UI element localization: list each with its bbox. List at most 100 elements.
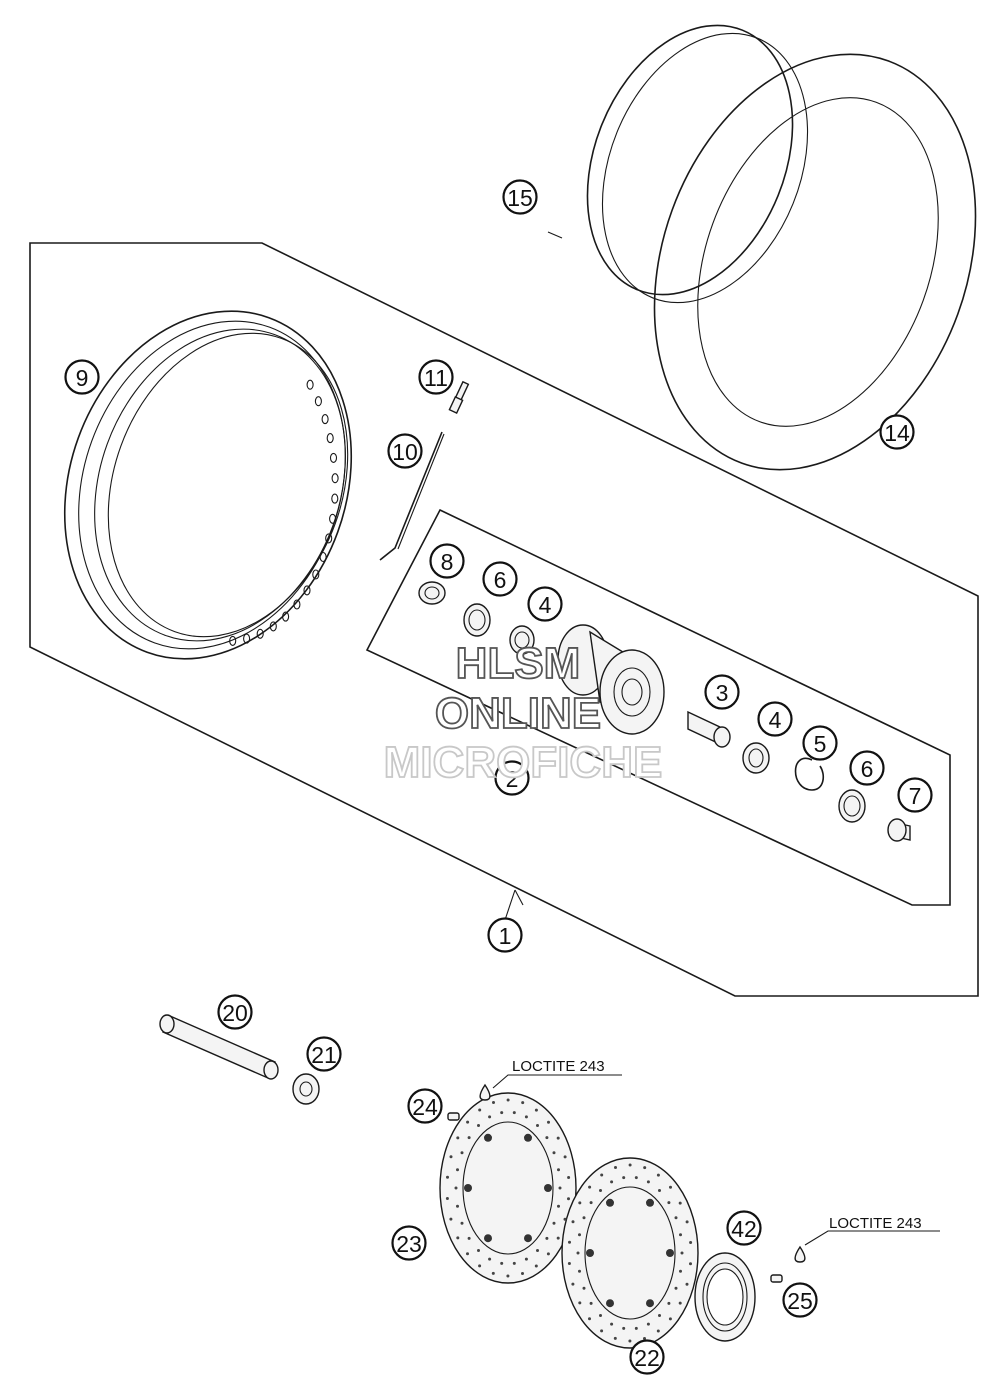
- drill-hole: [506, 1274, 510, 1278]
- callout-circle: [629, 1339, 665, 1375]
- drill-hole: [578, 1201, 582, 1205]
- callout-circle: [849, 750, 885, 786]
- drill-hole: [446, 1175, 449, 1179]
- abs-tone-wheel: [694, 1252, 756, 1342]
- drill-hole: [547, 1120, 550, 1124]
- loctite-drop-top: [479, 1083, 491, 1101]
- callout-c1: 1: [487, 917, 523, 953]
- drill-hole: [536, 1124, 539, 1127]
- drill-hole: [506, 1098, 510, 1102]
- spoke-hole: [229, 635, 237, 646]
- drill-hole: [534, 1264, 538, 1268]
- bearing-4-left: [509, 625, 535, 655]
- drill-hole: [557, 1168, 560, 1172]
- spoke-hole: [293, 599, 301, 610]
- bearing-8: [418, 581, 446, 605]
- wheel-assembly-outline: [29, 242, 979, 997]
- drill-hole: [536, 1249, 539, 1252]
- drill-hole: [546, 1252, 550, 1256]
- drill-hole: [552, 1151, 556, 1155]
- spoke-hole: [319, 551, 327, 563]
- brake-disc-23: [439, 1092, 577, 1284]
- callout-c10: 10: [387, 433, 423, 469]
- callout-number: 14: [884, 420, 910, 446]
- disc-rivet: [484, 1133, 492, 1142]
- drill-hole: [488, 1115, 492, 1119]
- disc-rivet: [544, 1184, 552, 1192]
- drill-hole: [678, 1301, 682, 1305]
- disc-rivet: [524, 1234, 532, 1243]
- drill-hole: [646, 1322, 650, 1326]
- drill-hole: [456, 1168, 459, 1172]
- drill-hole: [556, 1136, 560, 1140]
- callout-circle: [64, 359, 100, 395]
- drill-hole: [460, 1151, 464, 1155]
- callout-number: 11: [424, 365, 448, 391]
- callout-c4b: 4: [757, 701, 793, 737]
- drill-hole: [589, 1301, 593, 1305]
- drill-hole: [582, 1216, 586, 1220]
- drill-hole: [576, 1251, 580, 1255]
- drill-hole: [628, 1339, 632, 1343]
- drill-hole: [563, 1217, 567, 1221]
- drill-hole: [643, 1337, 646, 1340]
- drill-hole: [599, 1314, 602, 1317]
- callout-c8: 8: [429, 543, 465, 579]
- circlip-5: [794, 757, 825, 791]
- drill-hole: [545, 1136, 549, 1140]
- bushing-7: [887, 818, 911, 842]
- drill-hole: [449, 1155, 453, 1159]
- drill-hole: [466, 1252, 469, 1256]
- drill-hole: [445, 1197, 449, 1200]
- callout-number: 10: [392, 439, 418, 465]
- callout-circle: [391, 1225, 427, 1261]
- drill-hole: [521, 1101, 525, 1105]
- callout-number: 23: [396, 1231, 422, 1257]
- drill-hole: [668, 1317, 672, 1321]
- drill-hole: [578, 1301, 582, 1305]
- callout-circle: [418, 359, 454, 395]
- drill-hole: [456, 1236, 460, 1240]
- callout-c21: 21: [306, 1036, 342, 1072]
- callout-c2: 2: [494, 760, 530, 796]
- drill-hole: [622, 1176, 626, 1180]
- drill-hole: [454, 1186, 458, 1190]
- drill-hole: [656, 1329, 660, 1333]
- callout-c42: 42: [726, 1210, 762, 1246]
- drill-hole: [552, 1221, 556, 1225]
- callout-circle: [757, 701, 793, 737]
- drill-hole: [600, 1173, 604, 1177]
- callout-circle: [407, 1088, 443, 1124]
- callout-circle: [494, 760, 530, 796]
- drill-hole: [628, 1163, 632, 1167]
- callout-c20: 20: [217, 994, 253, 1030]
- drill-hole: [568, 1240, 571, 1244]
- callout-number: 5: [814, 731, 827, 757]
- disc-rivet: [646, 1198, 654, 1207]
- callout-c4a: 4: [527, 586, 563, 622]
- drill-hole: [467, 1236, 471, 1240]
- callout-circle: [306, 1036, 342, 1072]
- drill-hole: [689, 1241, 693, 1244]
- callout-c24: 24: [407, 1088, 443, 1124]
- drill-hole: [656, 1173, 660, 1177]
- disc-screw-24: [447, 1112, 460, 1121]
- callout-number: 4: [769, 707, 782, 733]
- drill-hole: [512, 1111, 516, 1115]
- callout-circle: [482, 561, 518, 597]
- hub-panel-outline: [365, 508, 951, 906]
- drill-hole: [588, 1317, 591, 1321]
- spoke-hole: [312, 569, 320, 580]
- drill-hole: [689, 1262, 692, 1266]
- callout-circle: [879, 414, 915, 450]
- drill-hole: [674, 1286, 678, 1290]
- seal-6-left: [463, 603, 491, 637]
- callout-circle: [387, 433, 423, 469]
- rim-spoke-holes: [229, 379, 339, 646]
- callout-c25: 25: [782, 1282, 818, 1318]
- drill-hole: [571, 1220, 575, 1224]
- drill-hole: [667, 1301, 671, 1305]
- drill-hole: [500, 1111, 504, 1115]
- drill-hole: [524, 1257, 528, 1261]
